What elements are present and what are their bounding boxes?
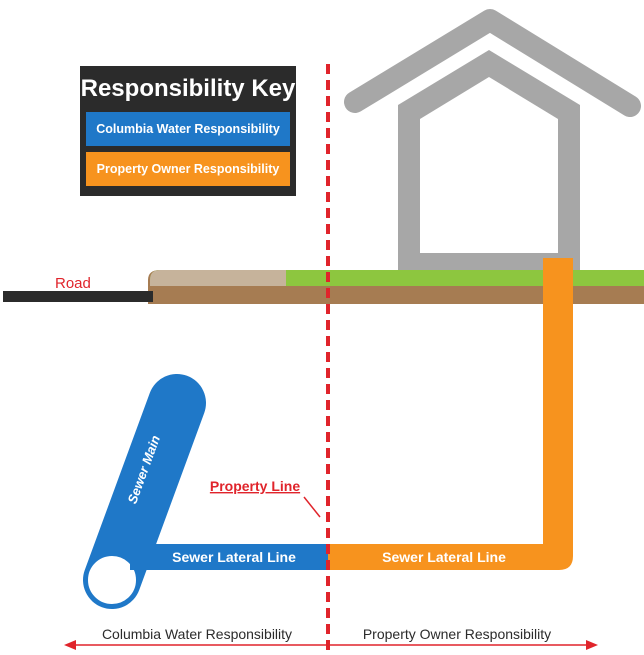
driveway — [200, 270, 286, 286]
key-title: Responsibility Key — [80, 75, 296, 102]
lateral-left-label: Sewer Lateral Line — [172, 549, 296, 565]
lateral-owner — [328, 258, 573, 570]
sewer-main: Sewer Main — [83, 374, 206, 609]
bottom-left-label: Columbia Water Responsibility — [102, 626, 292, 642]
bottom-right-label: Property Owner Responsibility — [363, 626, 551, 642]
key-columbia-row: Columbia Water Responsibility — [86, 112, 290, 146]
road-label: Road — [55, 275, 91, 292]
lateral-right-label: Sewer Lateral Line — [382, 549, 506, 565]
ground — [148, 270, 644, 304]
property-line-pointer — [303, 496, 321, 518]
arrow-right-icon — [586, 640, 598, 650]
responsibility-key: Responsibility Key Columbia Water Respon… — [80, 66, 296, 196]
house-outline-icon — [344, 9, 641, 271]
arrow-left-icon — [64, 640, 76, 650]
lateral-columbia — [130, 544, 328, 570]
property-line-label: Property Line — [210, 478, 300, 494]
road — [3, 291, 153, 302]
key-owner-row: Property Owner Responsibility — [86, 152, 290, 186]
